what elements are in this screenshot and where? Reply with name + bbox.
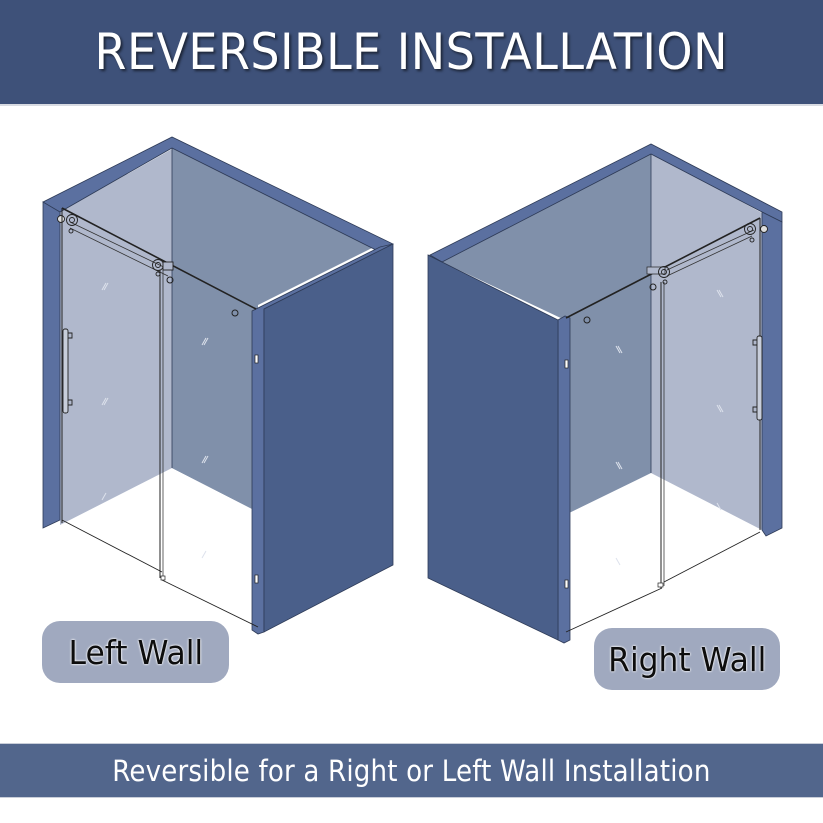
- back-wall: [442, 152, 651, 515]
- wall-bracket: [166, 276, 174, 284]
- left-glass-area: [60, 149, 172, 525]
- footer-banner: Reversible for a Right or Left Wall Inst…: [0, 743, 823, 798]
- page-title: REVERSIBLE INSTALLATION: [94, 23, 729, 81]
- right-wall-label-text: Right Wall: [607, 639, 767, 679]
- fixed-panel-bracket: [231, 309, 239, 317]
- door-handle: [62, 328, 73, 414]
- roller-right: [744, 223, 768, 243]
- back-wall-right: [172, 141, 380, 512]
- left-wall-label: Left Wall: [42, 621, 229, 683]
- left-wall-label-text: Left Wall: [68, 632, 203, 672]
- wall-bracket: [649, 283, 657, 291]
- roller-center: [658, 266, 670, 285]
- glass-glints: [615, 289, 724, 566]
- roller-left: [57, 214, 78, 234]
- right-glass-area: [651, 152, 762, 530]
- fixed-panel-bracket: [583, 316, 591, 324]
- left-side-wall: [42, 201, 61, 529]
- footer-caption: Reversible for a Right or Left Wall Inst…: [112, 753, 711, 788]
- right-side-wall: [761, 211, 783, 537]
- roller-center: [152, 259, 174, 277]
- floor: [60, 468, 258, 632]
- header-rail: [61, 207, 257, 310]
- front-right-wall: [263, 243, 394, 633]
- header-banner: REVERSIBLE INSTALLATION: [0, 0, 823, 104]
- floor: [565, 473, 762, 635]
- right-wall-label: Right Wall: [594, 628, 780, 690]
- door-handle: [752, 335, 763, 421]
- glass-glints: [101, 282, 209, 559]
- header-divider: [0, 104, 823, 106]
- front-left-wall: [427, 254, 559, 641]
